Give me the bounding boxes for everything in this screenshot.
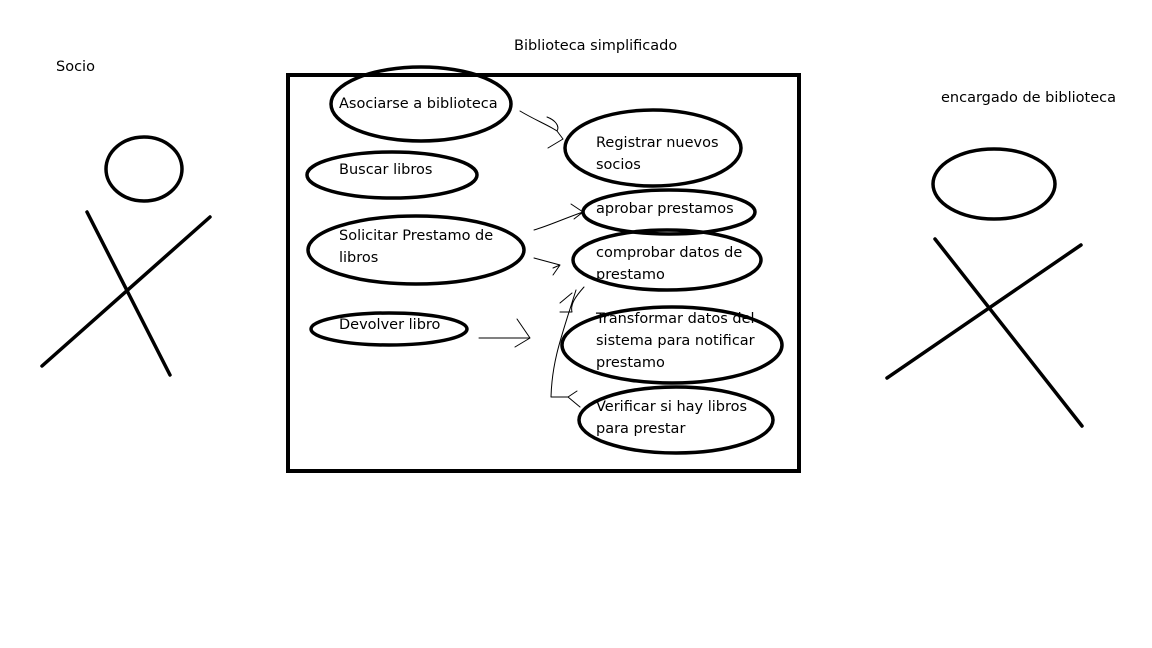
arrow-devolver <box>478 318 531 348</box>
encargado-limb-1 <box>933 237 1084 428</box>
use-case-registrar-socios-label: Registrar nuevos socios <box>596 135 719 173</box>
socio-head <box>104 135 184 203</box>
socio-actor-figure <box>40 135 212 377</box>
actor-label-encargado: encargado de biblioteca <box>941 90 1117 106</box>
use-case-devolver-libro-label: Devolver libro <box>339 317 441 333</box>
use-case-solicitar-prestamo-label: Solicitar Prestamo de libros <box>339 228 494 266</box>
diagram-title: Biblioteca simplificado <box>514 38 678 54</box>
socio-limb-2 <box>40 215 212 368</box>
use-case-devolver-libro-ellipse <box>309 311 469 347</box>
arrow-solicitar-to-aprobar <box>533 203 584 231</box>
use-case-verificar-libros-label: Verificar si hay libros para prestar <box>596 399 748 437</box>
arrow-solicitar-to-comprobar <box>533 257 561 276</box>
use-case-verificar-libros-ellipse <box>577 385 775 455</box>
socio-limb-1 <box>85 210 172 377</box>
actor-label-socio: Socio <box>56 59 95 75</box>
use-case-aprobar-prestamos-label: aprobar prestamos <box>596 201 734 217</box>
use-case-buscar-libros-ellipse <box>305 150 479 200</box>
use-case-comprobar-datos-ellipse <box>571 228 763 292</box>
use-case-registrar-socios-ellipse <box>563 108 743 188</box>
use-case-asociarse-label: Asociarse a biblioteca <box>339 96 498 112</box>
connector-arrows <box>478 110 585 408</box>
use-case-solicitar-prestamo-ellipse <box>306 214 526 286</box>
use-case-buscar-libros-label: Buscar libros <box>339 162 433 178</box>
use-case-comprobar-datos-label: comprobar datos de prestamo <box>596 245 743 283</box>
arrow-comprobar-to-transformar-verificar <box>550 286 585 408</box>
encargado-limb-2 <box>885 243 1083 380</box>
encargado-actor-figure <box>885 147 1084 428</box>
use-case-transformar-datos-ellipse <box>560 305 784 385</box>
use-case-asociarse-ellipse <box>329 65 513 143</box>
use-case-transformar-datos-label: Transformar datos del sistema para notif… <box>596 311 755 371</box>
arrow-asociarse-to-registrar <box>519 110 564 149</box>
system-boundary <box>286 73 801 473</box>
encargado-head <box>931 147 1057 221</box>
